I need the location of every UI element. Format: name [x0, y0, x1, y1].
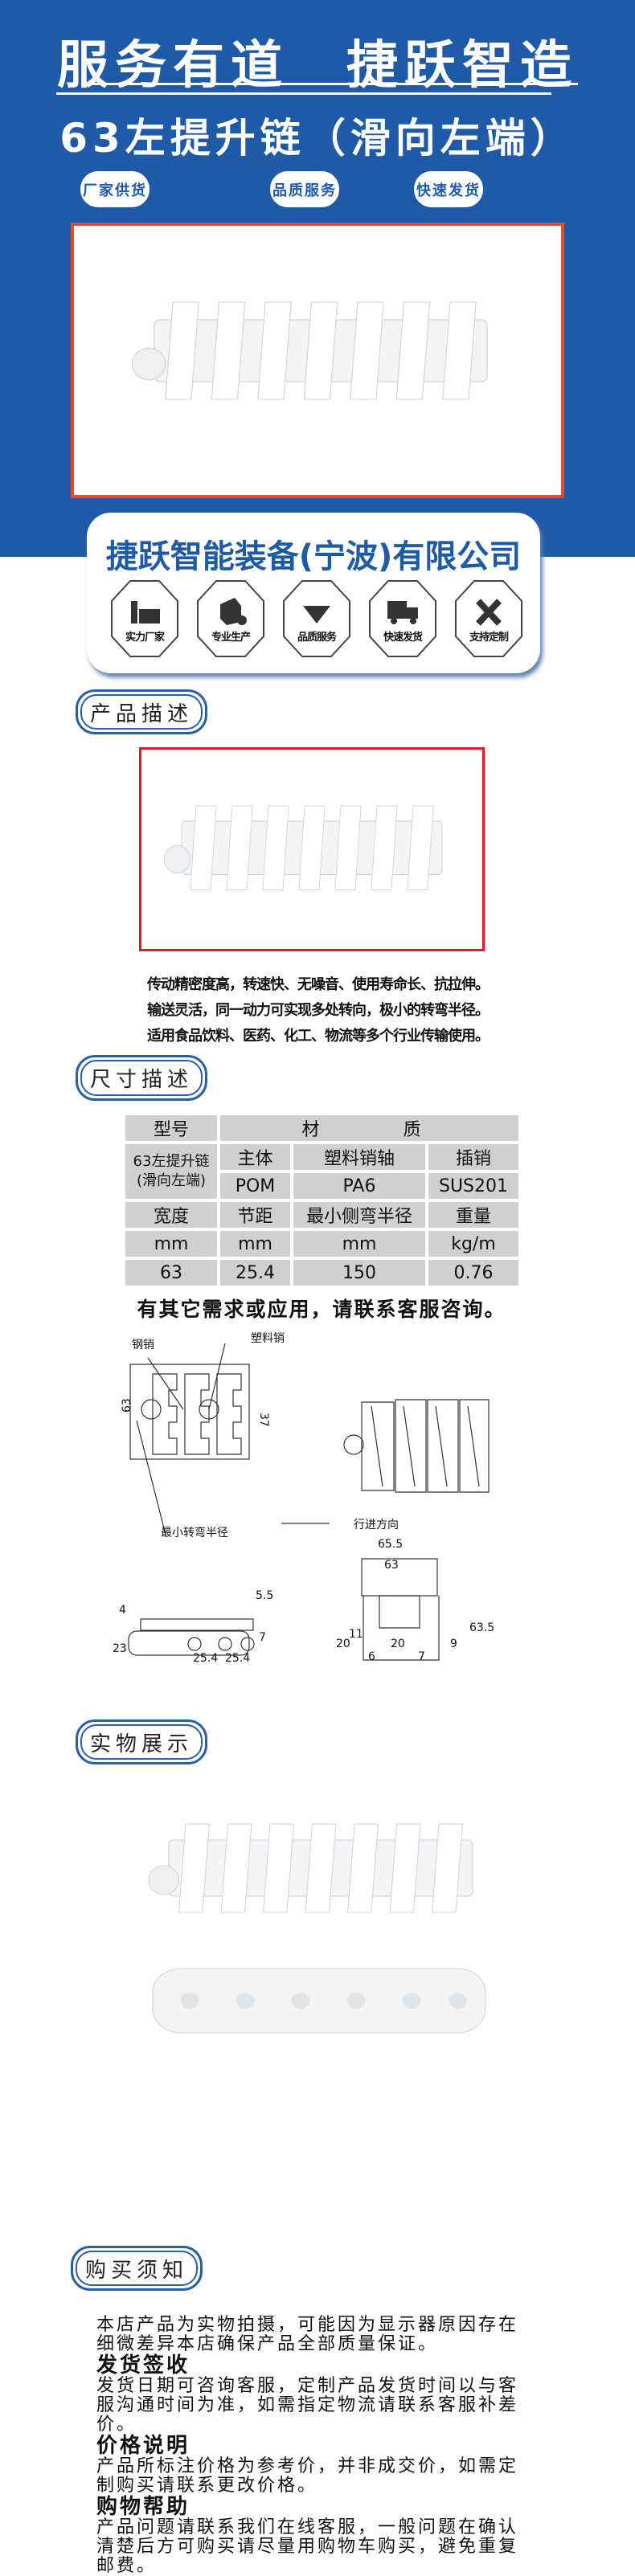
svg-text:25.4: 25.4	[193, 1652, 218, 1663]
cell-model: 63左提升链(滑向左端)	[125, 1144, 217, 1199]
real-product-photo	[148, 1823, 486, 2034]
svg-text:4: 4	[119, 1604, 126, 1617]
buy-notes: 本店产品为实物拍摄，可能因为显示器原因存在细微差异本店确保产品全部质量保证。 发…	[96, 2315, 519, 2576]
company-card: 捷跃智能装备(宁波)有限公司 实力厂家 专业生产 品质服务 快速发货 支持定制	[87, 513, 540, 673]
hero-banner: 服务有道 捷跃智造 63左提升链（滑向左端） 厂家供货 品质服务 快速发货	[0, 0, 635, 557]
divider	[83, 83, 578, 85]
cell-material: PA6	[293, 1173, 425, 1199]
section-heading-product-desc: 产品描述	[76, 689, 207, 734]
svg-text:20: 20	[391, 1638, 405, 1650]
th-pitch: 节距	[220, 1202, 290, 1228]
company-name: 捷跃智能装备(宁波)有限公司	[105, 538, 522, 575]
top-view: 钢销 塑料销 最小转弯半径 63 37	[121, 1332, 285, 1539]
factory-icon	[111, 580, 178, 657]
technical-drawing: 钢销 塑料销 最小转弯半径 63 37 25.4 25.4 23 4 5.5 7…	[113, 1332, 494, 1663]
badge-quality: 品质服务	[282, 579, 351, 659]
svg-text:行进方向: 行进方向	[354, 1519, 399, 1531]
th-body: 主体	[220, 1144, 290, 1170]
cell-unit: mm	[293, 1231, 425, 1257]
svg-text:20: 20	[336, 1638, 350, 1650]
cell-value: 63	[125, 1260, 217, 1286]
truck-icon	[369, 580, 436, 657]
ruler-pencil-icon	[455, 580, 522, 657]
pill-quality-service: 品质服务	[270, 171, 339, 207]
side-view: 25.4 25.4 23 4 5.5 7	[113, 1589, 273, 1663]
svg-text:63: 63	[121, 1398, 133, 1413]
th-pin: 插销	[428, 1144, 518, 1170]
th-width: 宽度	[125, 1202, 217, 1228]
svg-text:6: 6	[368, 1650, 375, 1663]
svg-text:7: 7	[259, 1631, 266, 1644]
cell-value: 150	[293, 1260, 425, 1286]
section-heading-real-show: 实物展示	[76, 1719, 207, 1764]
diamond-icon	[283, 580, 350, 657]
svg-text:37: 37	[257, 1413, 270, 1427]
perspective-view	[343, 1399, 490, 1493]
front-view: 行进方向 65.5 63 20 20 11 9 63.5 6 7	[281, 1519, 494, 1663]
pill-fast-delivery: 快速发货	[414, 171, 483, 207]
svg-text:5.5: 5.5	[256, 1589, 273, 1602]
box-gear-icon	[197, 580, 264, 657]
product-description: 传动精密度高，转速快、无噪音、使用寿命长、抗拉伸。 输送灵活，同一动力可实现多处…	[147, 976, 490, 1045]
cell-unit: mm	[125, 1231, 217, 1257]
badge-custom: 支持定制	[454, 579, 523, 659]
svg-text:钢销: 钢销	[132, 1339, 154, 1351]
section-heading-buy-notes: 购买须知	[71, 2246, 203, 2291]
cell-material: SUS201	[428, 1173, 518, 1199]
product-image	[163, 805, 443, 890]
svg-text:23: 23	[113, 1642, 127, 1655]
section-heading-size-desc: 尺寸描述	[76, 1055, 207, 1101]
contact-note: 有其它需求或应用，请联系客服咨询。	[137, 1298, 506, 1321]
product-title: 63左提升链（滑向左端）	[59, 115, 576, 162]
svg-text:7: 7	[418, 1650, 425, 1663]
badge-factory: 实力厂家	[110, 579, 179, 659]
svg-text:塑料销: 塑料销	[251, 1332, 285, 1345]
th-model: 型号	[125, 1115, 217, 1141]
th-material: 材 质	[220, 1115, 518, 1141]
svg-text:最小转弯半径: 最小转弯半径	[161, 1526, 228, 1539]
product-image-frame-2	[139, 747, 485, 951]
svg-text:63.5: 63.5	[469, 1621, 494, 1634]
divider	[56, 92, 551, 95]
product-image	[131, 301, 488, 400]
cell-value: 0.76	[428, 1260, 518, 1286]
badge-professional: 专业生产	[196, 579, 265, 659]
svg-text:11: 11	[349, 1628, 363, 1641]
th-weight: 重量	[428, 1202, 518, 1228]
cell-value: 25.4	[220, 1260, 290, 1286]
cell-unit: kg/m	[428, 1231, 518, 1257]
pill-factory-supply: 厂家供货	[80, 171, 150, 207]
svg-text:9: 9	[450, 1638, 457, 1650]
product-image-frame	[71, 223, 564, 498]
slogan: 服务有道 捷跃智造	[57, 35, 578, 96]
svg-text:63: 63	[384, 1559, 399, 1572]
cell-material: POM	[220, 1173, 290, 1199]
cell-unit: mm	[220, 1231, 290, 1257]
th-plastic-pin: 塑料销轴	[293, 1144, 425, 1170]
badge-delivery: 快速发货	[368, 579, 437, 659]
svg-text:65.5: 65.5	[378, 1538, 403, 1551]
th-radius: 最小侧弯半径	[293, 1202, 425, 1228]
svg-text:25.4: 25.4	[225, 1652, 250, 1663]
